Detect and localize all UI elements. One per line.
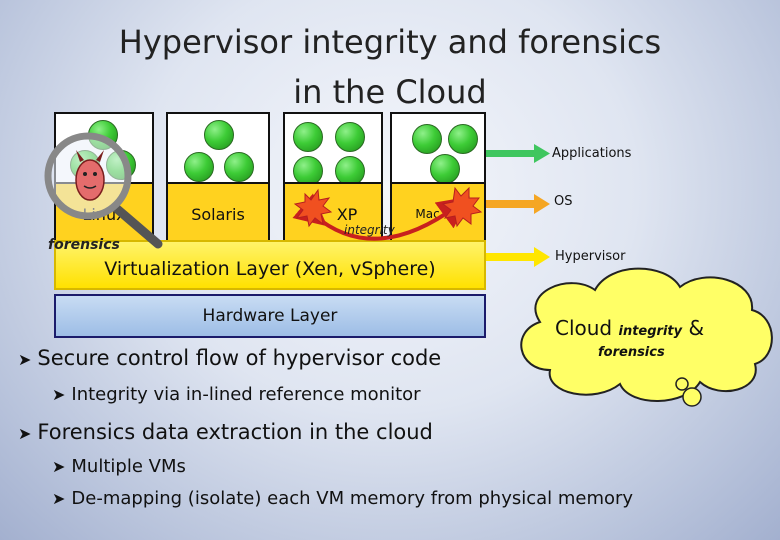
forensics-label: forensics xyxy=(48,237,120,253)
vm-xp-apps xyxy=(283,112,383,188)
bullet-1-sub-1-text: Integrity via in-lined reference monitor xyxy=(71,384,421,405)
arrow-bullet-icon: ➤ xyxy=(18,350,32,369)
bullet-2-sub-2-text: De-mapping (isolate) each VM memory from… xyxy=(71,488,634,509)
app-dot xyxy=(448,124,478,154)
bullet-1: ➤ Secure control flow of hypervisor code xyxy=(18,346,441,370)
bullet-2-sub-2: ➤ De-mapping (isolate) each VM memory fro… xyxy=(52,488,633,509)
os-label-right: OS xyxy=(554,194,573,209)
app-dot xyxy=(335,122,365,152)
app-dot xyxy=(204,120,234,150)
applications-label: Applications xyxy=(552,146,632,161)
os-arrow-icon xyxy=(486,194,550,214)
slide-title-line1: Hypervisor integrity and forensics xyxy=(118,23,662,61)
slide-title-line2: in the Cloud xyxy=(293,73,487,111)
app-dot xyxy=(293,122,323,152)
vm-os-solaris: Solaris xyxy=(166,182,270,246)
bullet-1-text: Secure control flow of hypervisor code xyxy=(37,346,442,370)
vm-macos-apps xyxy=(390,112,486,188)
arrow-bullet-icon: ➤ xyxy=(18,424,32,443)
cloud-forensics: forensics xyxy=(598,345,665,360)
app-dot xyxy=(224,152,254,182)
bullet-2-sub-1-text: Multiple VMs xyxy=(71,456,186,477)
integrity-arc xyxy=(292,186,483,241)
arrow-bullet-icon: ➤ xyxy=(52,457,66,476)
hypervisor-arrow-icon xyxy=(486,247,550,267)
hardware-layer: Hardware Layer xyxy=(54,294,486,338)
magnifier-icon xyxy=(44,132,163,249)
cloud-integrity: integrity xyxy=(618,324,683,339)
arrow-bullet-icon: ➤ xyxy=(52,385,66,404)
applications-arrow-icon xyxy=(486,144,550,163)
app-dot xyxy=(293,156,323,186)
cloud-amp: & xyxy=(688,316,705,340)
virtualization-layer-label: Virtualization Layer (Xen, vSphere) xyxy=(104,258,436,280)
os-label: Solaris xyxy=(191,204,245,224)
app-dot xyxy=(335,156,365,186)
virtualization-layer: Virtualization Layer (Xen, vSphere) xyxy=(54,240,486,290)
integrity-arrow-label: integrity xyxy=(344,223,395,237)
integrity-arrow-icon xyxy=(292,193,470,241)
bullet-2-text: Forensics data extraction in the cloud xyxy=(37,420,433,444)
explosion-icon xyxy=(441,186,483,228)
cloud-text: Cloud integrity & xyxy=(555,316,704,340)
bullet-2-sub-1: ➤ Multiple VMs xyxy=(52,456,186,477)
cloud-main: Cloud xyxy=(555,316,613,340)
vm-solaris-apps xyxy=(166,112,270,188)
bullet-2: ➤ Forensics data extraction in the cloud xyxy=(18,420,433,444)
arrow-bullet-icon: ➤ xyxy=(52,489,66,508)
layer-arrows xyxy=(486,144,550,267)
hardware-layer-label: Hardware Layer xyxy=(202,306,338,326)
bullet-1-sub-1: ➤ Integrity via in-lined reference monito… xyxy=(52,384,421,405)
app-dot xyxy=(430,154,460,184)
explosion-icon xyxy=(293,188,333,228)
app-dot xyxy=(184,152,214,182)
app-dot xyxy=(412,124,442,154)
cloud-shape xyxy=(520,267,773,407)
devil-icon xyxy=(75,150,105,201)
hypervisor-label: Hypervisor xyxy=(555,249,626,264)
